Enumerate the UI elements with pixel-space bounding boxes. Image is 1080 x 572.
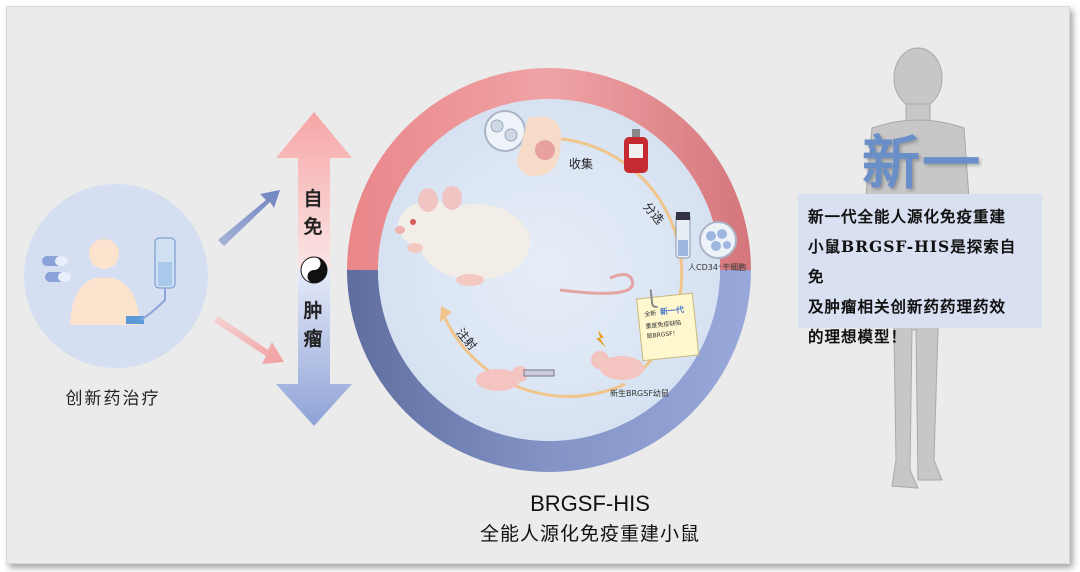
collect-label: 收集 xyxy=(569,156,593,171)
paperclip-icon xyxy=(649,289,658,308)
note-line-1: 全新 xyxy=(644,309,657,318)
neonatal-mouse-icon xyxy=(591,330,644,380)
innovative-drug-therapy-label: 创新药治疗 xyxy=(65,389,161,409)
patient-figure-icon xyxy=(70,239,144,325)
humanization-ring xyxy=(347,68,751,472)
injected-mouse-icon xyxy=(476,366,555,391)
mice-label: 新生BRGSF幼鼠 xyxy=(610,388,669,398)
syringe-icon xyxy=(523,369,555,377)
model-subtitle: 全能人源化免疫重建小鼠 xyxy=(479,523,700,545)
autoimmune-char-1: 自 xyxy=(303,188,323,210)
blood-bag-icon xyxy=(624,129,648,173)
note-card: 全新 新一代 重度免疫缺陷 鼠BRGSF！ xyxy=(636,289,700,362)
description-box: 新一代全能人源化免疫重建 小鼠BRGSF-HIS是探索自免 及肿瘤相关创新药药理… xyxy=(798,194,1042,346)
patient-treatment-circle xyxy=(24,184,208,368)
iv-drip-icon xyxy=(139,237,176,321)
description-line-2: 小鼠BRGSF-HIS是探索自免 xyxy=(808,237,1017,286)
adult-mouse-icon xyxy=(395,186,635,295)
pills-icon xyxy=(42,256,71,282)
note-line-2: 新一代 xyxy=(660,304,685,316)
autoimmune-char-2: 免 xyxy=(303,216,323,238)
cells-label: 人CD34⁺干细胞 xyxy=(688,262,746,272)
tumor-char-1: 肿 xyxy=(303,300,323,322)
tumor-char-2: 瘤 xyxy=(303,328,323,350)
note-line-4: 鼠BRGSF！ xyxy=(646,329,679,340)
stem-cell-collection-icon xyxy=(484,110,562,177)
note-line-3: 重度免疫缺陷 xyxy=(645,318,682,330)
description-line-3: 及肿瘤相关创新药药理药效 xyxy=(808,297,1007,316)
arrow-to-autoimmune xyxy=(218,190,280,246)
arrow-to-tumor xyxy=(214,316,284,364)
description-line-4: 的理想模型！ xyxy=(808,327,908,346)
yin-yang-icon xyxy=(300,256,328,284)
lightning-icon xyxy=(596,330,606,348)
model-name: BRGSF-HIS xyxy=(530,491,650,516)
description-line-1: 新一代全能人源化免疫重建 xyxy=(808,207,1007,226)
cell-vial-icon xyxy=(675,212,737,259)
